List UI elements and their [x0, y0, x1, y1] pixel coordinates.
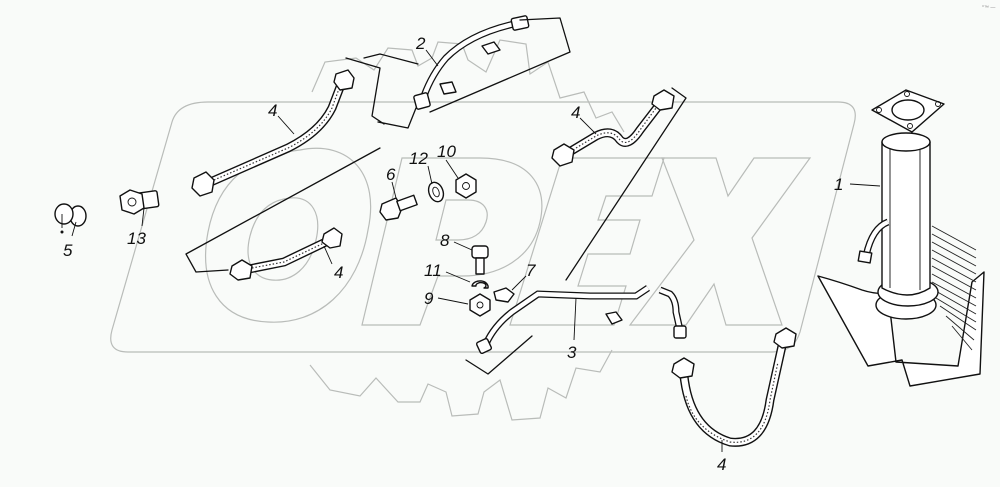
- hose-4b-nut: [651, 89, 675, 111]
- clip-small: [605, 311, 623, 325]
- watermark-letter-x: [628, 157, 812, 326]
- part-nut-9: [469, 293, 491, 317]
- watermark-gear-outline: [309, 39, 625, 421]
- plug-head: [54, 203, 74, 225]
- leader-12: [427, 165, 433, 185]
- leader-8: [453, 241, 473, 251]
- tube-3-end-nut: [673, 325, 687, 339]
- callout-3: 3: [567, 343, 577, 362]
- leader-1: [849, 183, 881, 187]
- part-washer: [427, 181, 445, 203]
- flange-hole: [907, 123, 913, 129]
- bracket-line: [345, 57, 385, 125]
- union-hex: [119, 189, 145, 215]
- callout-6: 6: [386, 165, 396, 184]
- hose-4d-nut: [671, 357, 695, 379]
- hose-4a-body: [204, 80, 347, 189]
- part-braided-hose-lower-left: [185, 147, 381, 281]
- bracket-line: [465, 335, 533, 375]
- bracket-line: [429, 17, 571, 113]
- watermark-letter-p: [361, 157, 543, 326]
- callout-4d: 4: [717, 455, 726, 474]
- callout-8: 8: [440, 231, 450, 250]
- callout-2: 2: [415, 34, 426, 53]
- cylinder-top-ring: [881, 132, 931, 152]
- leader-4b: [579, 117, 597, 135]
- watermark-letter-o: [205, 147, 372, 323]
- leader-3: [573, 297, 577, 341]
- part-fitting-nipple: [379, 194, 418, 221]
- callout-4a: 4: [268, 101, 277, 120]
- callout-11: 11: [424, 261, 442, 280]
- leader-9: [437, 297, 469, 305]
- leader-10: [445, 159, 459, 179]
- callout-7: 7: [526, 261, 536, 280]
- leader-2: [425, 49, 439, 67]
- tube-2-end-nut: [510, 15, 530, 31]
- watermark-banner-outline: [110, 101, 856, 353]
- cylinder-body: [881, 141, 931, 296]
- leader-4c: [323, 245, 333, 265]
- tube-3-end-nut: [475, 337, 493, 355]
- bracket-line: [363, 53, 419, 129]
- watermark-letter-e: [509, 157, 665, 326]
- hose-4a-nut: [191, 171, 215, 197]
- hose-4d-nut: [773, 327, 797, 349]
- bolt-shank: [475, 257, 485, 275]
- leader-6: [391, 181, 397, 199]
- part-braided-hose-upper-right: [551, 87, 687, 281]
- watermark-logo: [110, 39, 856, 421]
- flange-boss: [891, 99, 925, 121]
- callout-5: 5: [63, 241, 73, 260]
- callout-12: 12: [409, 149, 428, 168]
- part-pump-cylinder-assembly: [817, 89, 985, 387]
- callout-labels: 1 2 3 4 4 4 4 5 6 7 8 9 10 11 12 13: [63, 34, 843, 474]
- leader-5: [71, 221, 77, 237]
- part-clamp: [493, 287, 515, 303]
- bracket-line: [565, 87, 687, 281]
- leader-13: [141, 207, 145, 227]
- hose-4b-nut: [551, 143, 575, 167]
- flange-hole: [935, 101, 941, 107]
- hose-4c-nut: [321, 227, 343, 249]
- clip-small: [481, 41, 501, 55]
- corner-mark: °™ —: [982, 5, 995, 11]
- clip-small: [439, 81, 457, 95]
- callout-13: 13: [127, 229, 146, 248]
- part-braided-hose-upper-left: [191, 57, 385, 197]
- flange-hole: [904, 91, 910, 97]
- tube-2-end-nut: [413, 92, 431, 110]
- callout-4b: 4: [571, 103, 580, 122]
- part-plug-cap: [54, 203, 87, 234]
- part-metal-tube-lower: [465, 285, 687, 375]
- bolt-head: [471, 245, 489, 259]
- callout-1: 1: [834, 175, 843, 194]
- callout-10: 10: [437, 142, 456, 161]
- nipple-thread: [396, 194, 418, 212]
- flange-hole: [876, 107, 882, 113]
- hose-4a-nut: [333, 69, 355, 91]
- leader-4a: [277, 115, 295, 135]
- leader-11: [445, 271, 471, 283]
- hose-4c-nut: [229, 259, 253, 281]
- leader-7: [511, 275, 527, 291]
- part-braided-hose-u-shaped: [671, 327, 797, 447]
- leader-lines: [71, 49, 881, 452]
- hose-4d-body: [679, 345, 787, 447]
- part-bolt: [471, 245, 489, 275]
- part-metal-tube-upper: [363, 15, 571, 129]
- callout-9: 9: [424, 289, 434, 308]
- bracket-hatching: [931, 225, 977, 351]
- side-pipe-nut: [857, 250, 873, 264]
- bracket-line: [185, 147, 381, 273]
- part-union-fitting: [119, 189, 160, 215]
- part-nut-10: [455, 173, 477, 199]
- callout-4c: 4: [334, 263, 343, 282]
- part-spring-washer: [471, 280, 489, 289]
